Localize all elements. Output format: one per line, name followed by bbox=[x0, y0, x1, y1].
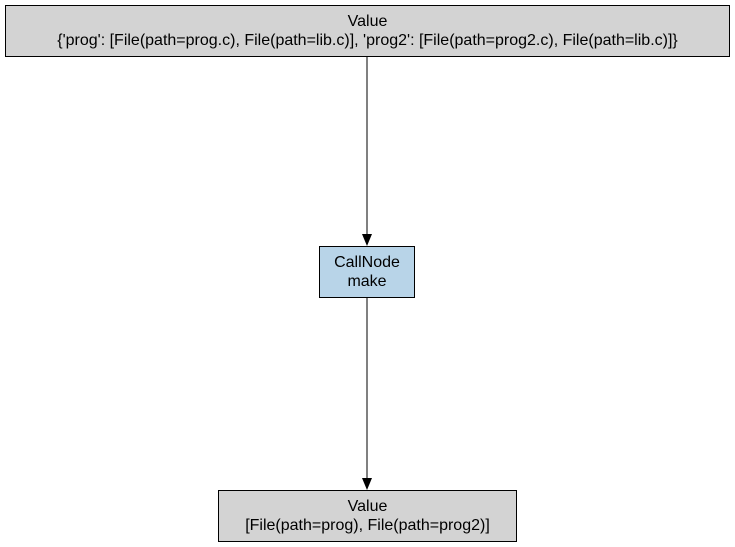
value-node-output-label: [File(path=prog), File(path=prog2)] bbox=[245, 517, 490, 534]
call-node-make: CallNode make bbox=[319, 246, 415, 298]
value-node-input-label: {'prog': [File(path=prog.c), File(path=l… bbox=[57, 32, 678, 49]
call-node-title: CallNode bbox=[334, 254, 400, 271]
value-node-input-title: Value bbox=[347, 13, 388, 30]
call-node-label: make bbox=[347, 273, 387, 290]
edge-value-to-callnode-arrowhead bbox=[362, 234, 372, 246]
value-node-output-title: Value bbox=[347, 498, 388, 515]
value-node-output: Value [File(path=prog), File(path=prog2)… bbox=[218, 490, 517, 542]
edge-callnode-to-result-arrowhead bbox=[362, 478, 372, 490]
value-node-input: Value {'prog': [File(path=prog.c), File(… bbox=[5, 5, 730, 57]
